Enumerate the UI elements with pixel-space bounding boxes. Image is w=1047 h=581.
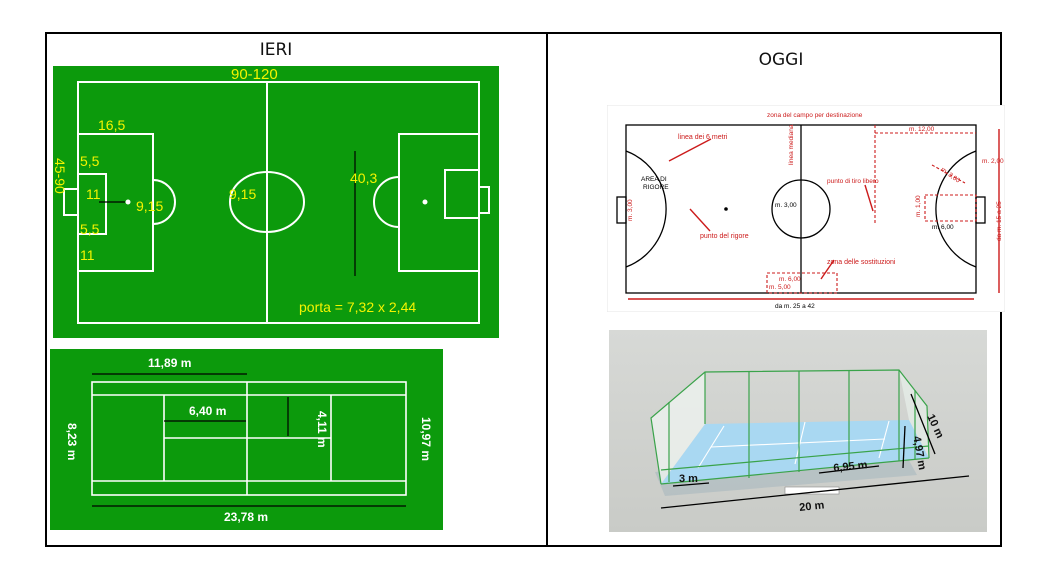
tennis-half-width-label: 4,11 m xyxy=(315,411,329,448)
soccer-goal-area-label: 5,5 xyxy=(80,153,100,169)
right-column-title: OGGI xyxy=(758,50,804,70)
tennis-doubles-outline xyxy=(91,381,407,496)
padel-frame-top xyxy=(650,369,930,485)
futsal-six-m-label: linea dei 6 metri xyxy=(678,134,728,141)
futsal-spot-arrow xyxy=(689,208,711,232)
soccer-center-circle xyxy=(229,171,305,233)
padel-net xyxy=(794,421,806,465)
soccer-penalty-spot-right xyxy=(422,199,428,205)
tennis-service-width-label: 6,40 m xyxy=(189,404,226,418)
futsal-penalty-spot-label: punto del rigore xyxy=(700,233,749,240)
soccer-width-label: 45-90 xyxy=(53,158,68,194)
padel-length-dim xyxy=(660,475,970,509)
futsal-penalty-zone-right xyxy=(924,194,977,222)
futsal-area-right xyxy=(935,150,977,268)
futsal-subs-arrow xyxy=(820,259,835,280)
futsal-dim-2-label: m. 2,00 xyxy=(982,158,1004,165)
futsal-dim-12-label: m. 12,00 xyxy=(909,126,935,133)
futsal-penalty-spot xyxy=(724,207,728,211)
column-divider xyxy=(546,32,548,547)
padel-back-wall-left xyxy=(651,372,705,484)
tennis-length-label: 23,78 m xyxy=(224,510,268,524)
soccer-penalty-width-label: 40,3 xyxy=(350,170,377,186)
left-column-title: IERI xyxy=(259,40,293,60)
soccer-goal-size-label: porta = 7,32 x 2,44 xyxy=(299,299,416,315)
soccer-penalty-spot-left xyxy=(125,199,131,205)
soccer-pitch-diagram: 90-120 45-90 16,5 5,5 11 5,5 11 9,15 9,1… xyxy=(53,66,499,338)
futsal-goal-left xyxy=(616,196,627,224)
padel-back-depth-label: 3 m xyxy=(679,473,698,485)
futsal-free-kick-label: punto di tiro libero xyxy=(827,178,879,185)
soccer-penalty-arc-label: 9,15 xyxy=(136,198,163,214)
padel-back-wall-right xyxy=(899,370,929,458)
soccer-penalty-arc-right xyxy=(373,176,400,228)
futsal-goal-left-label: m. 3,00 xyxy=(627,199,634,221)
futsal-top-zone-label: zona del campo per destinazione xyxy=(767,112,863,119)
futsal-center-circle xyxy=(771,179,831,239)
soccer-penalty-arc-left xyxy=(152,179,176,225)
futsal-sub-zone xyxy=(766,272,838,294)
futsal-subs-zone-label: zona delle sostituzioni xyxy=(827,259,896,266)
futsal-six-m-arrow xyxy=(668,138,712,162)
padel-service-dim xyxy=(818,465,880,474)
futsal-pitch-diagram: zona del campo per destinazione linea de… xyxy=(607,105,1005,312)
tennis-court-diagram: 11,89 m 6,40 m 4,11 m 8,23 m 10,97 m 23,… xyxy=(50,349,443,530)
padel-center-line xyxy=(710,438,886,448)
futsal-area-label-1: AREA DI xyxy=(641,176,667,183)
padel-rail xyxy=(660,445,930,471)
futsal-center-circle-label: m. 3,00 xyxy=(775,202,797,209)
soccer-goal-right xyxy=(478,186,490,214)
padel-frame-front xyxy=(660,457,930,485)
padel-back-depth-dim xyxy=(672,482,710,487)
soccer-goal-area-label-2: 5,5 xyxy=(80,221,100,237)
soccer-center-circle-label: 9,15 xyxy=(229,186,256,202)
futsal-background xyxy=(607,105,1005,312)
futsal-dim-line-diag xyxy=(931,164,966,184)
soccer-spot-distance-label: 11 xyxy=(80,247,95,263)
padel-length-label: 20 m xyxy=(799,499,825,514)
futsal-halfway-label: linea mediana xyxy=(788,124,795,165)
futsal-length-label: da m. 25 a 42 xyxy=(775,303,815,310)
padel-service-label: 6,95 m xyxy=(833,459,869,475)
soccer-goal-left xyxy=(63,188,79,216)
futsal-dim-6-label: m. 6,00 xyxy=(932,224,954,231)
soccer-penalty-depth-label: 16,5 xyxy=(98,117,125,133)
padel-logo-plate xyxy=(784,486,840,495)
futsal-dim-600-label: m. 6,00 xyxy=(779,276,801,283)
padel-half-label: 4,97 m xyxy=(910,435,928,471)
futsal-goal-right-label: m. 1,00 xyxy=(915,195,922,217)
tennis-doubles-width-label: 10,97 m xyxy=(419,417,433,461)
soccer-goal-label: 11 xyxy=(86,186,101,202)
padel-court-diagram: 3 m 6,95 m 4,97 m 10 m 20 m xyxy=(609,330,987,532)
futsal-free-kick-arrow xyxy=(864,184,874,212)
futsal-dim-5-label: m. 5,00 xyxy=(769,284,791,291)
tennis-service-length-label: 11,89 m xyxy=(148,356,191,370)
padel-half-dim xyxy=(902,425,906,469)
futsal-width-label: da m. 15 a 25 xyxy=(996,201,1003,241)
futsal-area-left xyxy=(625,150,667,268)
futsal-area-label-2: RIGORE xyxy=(643,184,669,191)
padel-court-surface xyxy=(661,420,929,484)
soccer-length-label: 90-120 xyxy=(231,66,278,83)
tennis-singles-width-label: 8,23 m xyxy=(65,423,79,460)
padel-width-dim xyxy=(910,393,936,455)
